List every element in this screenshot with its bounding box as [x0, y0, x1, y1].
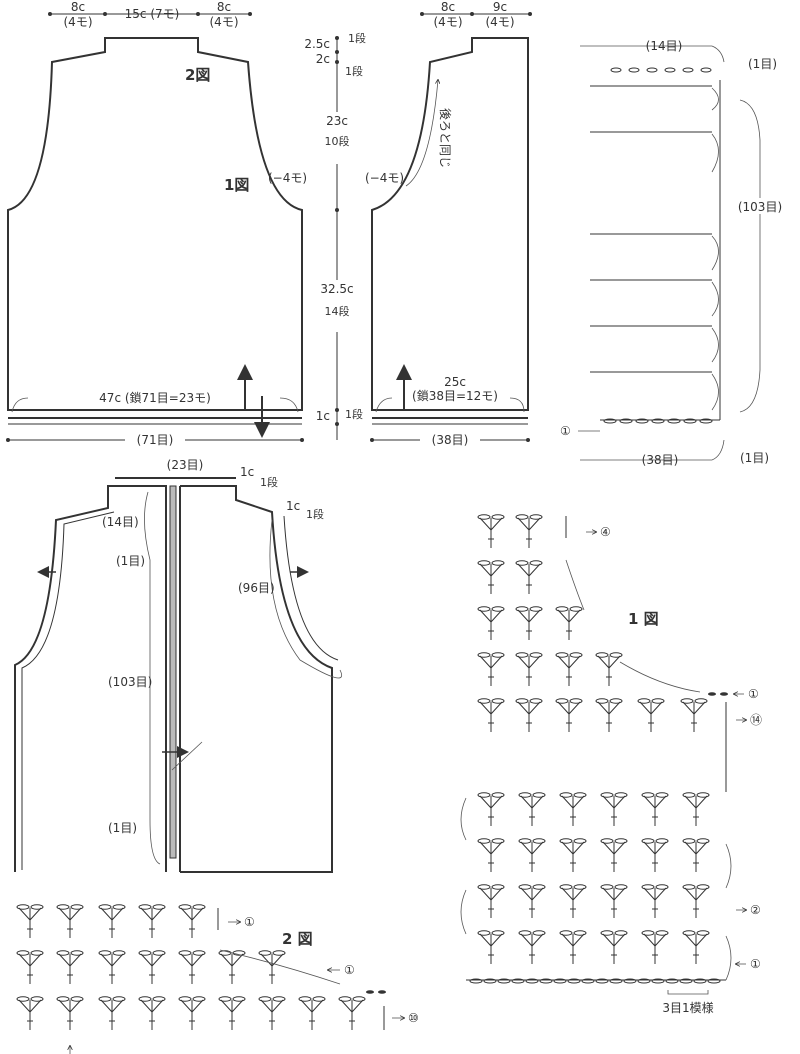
- v1-length: 2.5c: [304, 37, 330, 51]
- front-dim-right-sub: (4モ): [486, 15, 515, 29]
- asm-armhole-96: (96目): [238, 581, 275, 595]
- front-width-sub: (鎖38目=12モ): [412, 388, 498, 403]
- fig2-chart: [16, 904, 404, 1054]
- fig1-title: 1 図: [628, 610, 659, 628]
- front-dim-left: 8c: [441, 0, 455, 14]
- rc-start: ①: [560, 424, 571, 438]
- vertical-dimension: [335, 36, 339, 440]
- front-piece: [371, 37, 529, 425]
- v5-length: 1c: [316, 409, 330, 423]
- asm-left-14: (14目): [102, 515, 139, 529]
- back-armhole-dec: (−4モ): [268, 171, 307, 185]
- fig1-row4: ④: [600, 525, 611, 539]
- fig2-title: 2 図: [282, 930, 313, 948]
- front-same-as-back: 後ろと同じ: [438, 108, 452, 168]
- front-dim-right: 9c: [493, 0, 507, 14]
- back-dim-left: 8c: [71, 0, 85, 14]
- v5-rows: 1段: [345, 407, 363, 421]
- fig1-row2: ②: [750, 903, 761, 917]
- fig1-row1b: ①: [750, 957, 761, 971]
- back-label-fig2: 2図: [185, 66, 210, 84]
- rc-bottom-right: (1目): [740, 451, 769, 465]
- assembled-vest: [14, 477, 342, 873]
- asm-right-rows: 1c: [286, 499, 300, 513]
- front-width: 25c: [444, 375, 466, 389]
- rc-top-count: (14目): [646, 39, 683, 53]
- back-top-dim: [48, 12, 252, 16]
- front-bottom-count: (38目): [432, 433, 469, 447]
- back-dim-left-sub: (4モ): [64, 15, 93, 29]
- fig1-row1: ①: [748, 687, 759, 701]
- asm-top-count: (23目): [167, 458, 204, 472]
- back-width: 47c (鎖71目=23モ): [99, 390, 211, 405]
- rc-top-right: (1目): [748, 57, 777, 71]
- fig1-row14: ⑭: [750, 713, 762, 727]
- v4-length: 32.5c: [320, 282, 353, 296]
- v2-rows: 1段: [345, 64, 363, 78]
- back-bottom-count: (71目): [137, 433, 174, 447]
- front-top-dim: [420, 12, 532, 16]
- asm-left-1: (1目): [116, 554, 145, 568]
- fig2-row10: ⑩: [408, 1011, 419, 1025]
- asm-left-103: (103目): [108, 675, 152, 689]
- rc-side-count: (103目): [738, 200, 782, 214]
- fig2-row1b: ①: [344, 963, 355, 977]
- rc-bottom-count: (38目): [642, 453, 679, 467]
- asm-left-bottom-1: (1目): [108, 821, 137, 835]
- back-dim-mid: 15c (7モ): [125, 7, 180, 21]
- asm-top-rows: 1c: [240, 465, 254, 479]
- front-dim-left-sub: (4モ): [434, 15, 463, 29]
- fig1-chart: [460, 514, 746, 995]
- back-piece: [7, 37, 303, 438]
- v2-length: 2c: [316, 52, 330, 66]
- asm-right-rows-sub: 1段: [306, 507, 324, 521]
- back-dim-right-sub: (4モ): [210, 15, 239, 29]
- v3-length: 23c: [326, 114, 348, 128]
- v4-rows: 14段: [325, 304, 350, 318]
- back-dim-right: 8c: [217, 0, 231, 14]
- v1-rows: 1段: [348, 31, 366, 45]
- fig1-pattern: 3目1模様: [662, 1001, 713, 1015]
- fig2-row1a: ①: [244, 915, 255, 929]
- right-chart: [578, 45, 761, 461]
- asm-top-rows-sub: 1段: [260, 475, 278, 489]
- v3-rows: 10段: [325, 134, 350, 148]
- back-label-fig1: 1図: [224, 176, 249, 194]
- front-armhole-dec: (−4モ): [365, 171, 404, 185]
